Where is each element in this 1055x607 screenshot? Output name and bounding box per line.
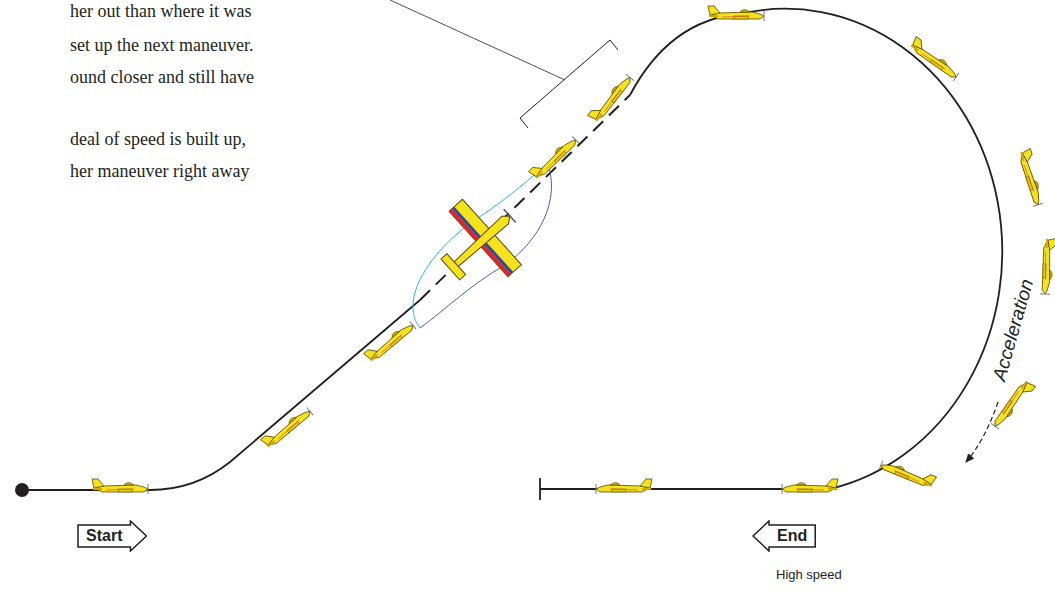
end-bar	[539, 478, 541, 500]
arrow-box: Start	[77, 520, 147, 552]
annotation: High speed	[776, 567, 842, 582]
leader-line	[390, 0, 565, 80]
note-text: her out than where it was	[70, 0, 251, 22]
large-airplane	[421, 183, 539, 302]
roll-curve	[420, 165, 551, 328]
loop-path	[540, 9, 1002, 489]
note-text: her maneuver right away	[70, 160, 249, 182]
arrow-box: End	[752, 520, 816, 552]
note-text: deal of speed is built up,	[70, 128, 246, 150]
arrow-label: End	[777, 527, 807, 545]
dashed-path	[420, 95, 630, 300]
arrow-label: Start	[86, 527, 122, 545]
acceleration-arrow	[966, 402, 998, 462]
flight-path	[22, 300, 420, 490]
roll-curve	[413, 165, 548, 328]
note-text: set up the next maneuver.	[70, 34, 253, 56]
annotation-rotated: Acceleration	[988, 277, 1038, 384]
note-text: ound closer and still have	[70, 66, 254, 88]
